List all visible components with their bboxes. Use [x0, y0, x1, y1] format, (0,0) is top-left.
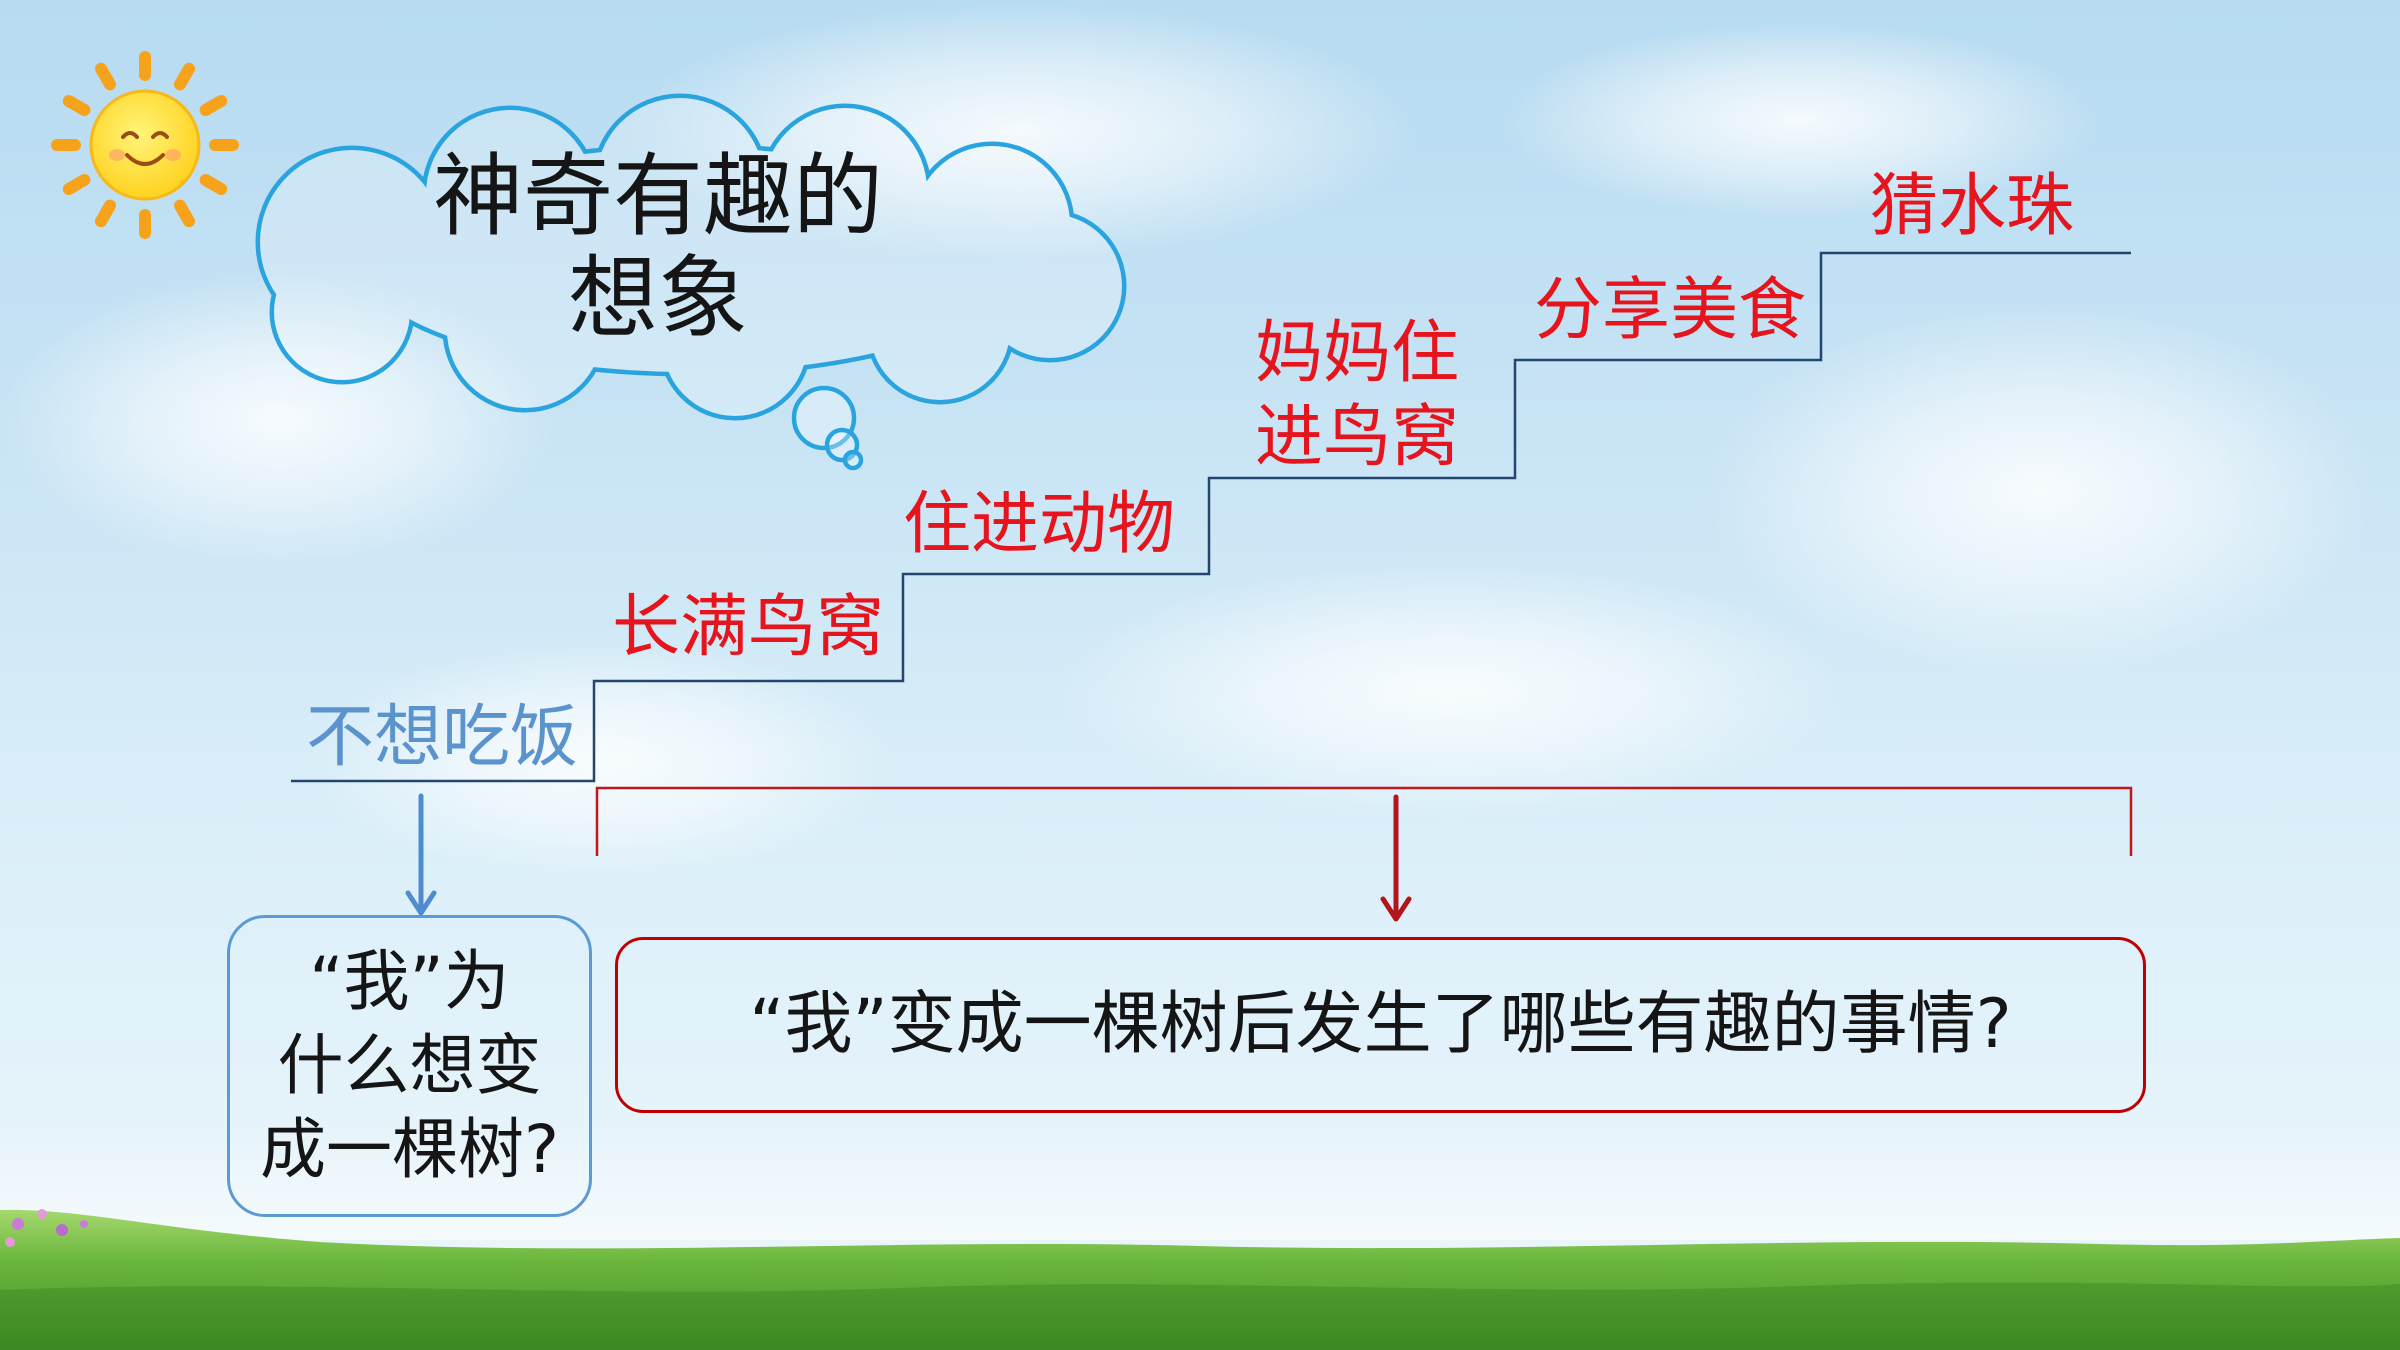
step-label-start: 不想吃饭: [306, 698, 579, 777]
staircase-line: [291, 251, 2131, 783]
right-question-text: “我”变成一棵树后发生了哪些有趣的事情?: [749, 985, 2012, 1064]
right-question-box: “我”变成一棵树后发生了哪些有趣的事情?: [615, 937, 2146, 1113]
cloud-title-line: 神奇有趣的: [433, 144, 883, 249]
thought-cloud-outline: [255, 93, 1127, 421]
horizon-haze: [0, 1130, 2400, 1240]
step-label-5: 猜水珠: [1870, 167, 2074, 247]
step-label-line: 猜水珠: [1870, 167, 2075, 246]
step-label-3: 妈妈住 进鸟窝: [1255, 312, 1459, 480]
step-label-2: 住进动物: [903, 485, 1175, 565]
cloud-title-line: 想象: [568, 246, 748, 351]
step-label-line: 住进动物: [903, 485, 1176, 564]
sun-cheek: [165, 149, 181, 161]
grass-field: [0, 1209, 2400, 1350]
arrow-down-icon: [1380, 794, 1412, 922]
thought-bubble-small: [842, 449, 864, 471]
grass: [0, 1209, 2400, 1350]
bracket-line: [595, 786, 2133, 856]
step-label-line: 分享美食: [1534, 271, 1807, 350]
cloud-title: 神奇有趣的 想象: [358, 146, 958, 350]
sun-rays: [51, 51, 239, 239]
background-cloud: [1500, 20, 2100, 220]
flowers: [5, 1209, 88, 1247]
background-cloud: [0, 270, 560, 570]
background-cloud: [1050, 560, 1850, 820]
sun-body: [89, 89, 201, 201]
step-label-line: 进鸟窝: [1255, 398, 1460, 477]
step-label-line: 长满鸟窝: [612, 588, 885, 667]
thought-cloud: [255, 93, 1127, 471]
thought-bubbles: [791, 385, 864, 471]
step-label-line: 妈妈住: [1255, 314, 1460, 393]
left-question-line: 成一棵树?: [259, 1111, 560, 1188]
step-label-4: 分享美食: [1534, 271, 1806, 351]
grass-shadow: [0, 1282, 2400, 1350]
sun-face: [121, 131, 169, 166]
sun-cheek: [109, 149, 125, 161]
thought-cloud-fill: [260, 98, 1122, 416]
arrow-down-icon: [405, 793, 437, 916]
left-question-box: “我”为 什么想变 成一棵树?: [227, 915, 592, 1217]
sun-icon: [51, 51, 239, 239]
left-question-line: 什么想变: [277, 1027, 542, 1104]
step-label-1: 长满鸟窝: [612, 588, 884, 668]
background-cloud: [1700, 300, 2380, 680]
thought-bubble-large: [791, 385, 857, 451]
left-question-line: “我”为: [309, 943, 510, 1020]
